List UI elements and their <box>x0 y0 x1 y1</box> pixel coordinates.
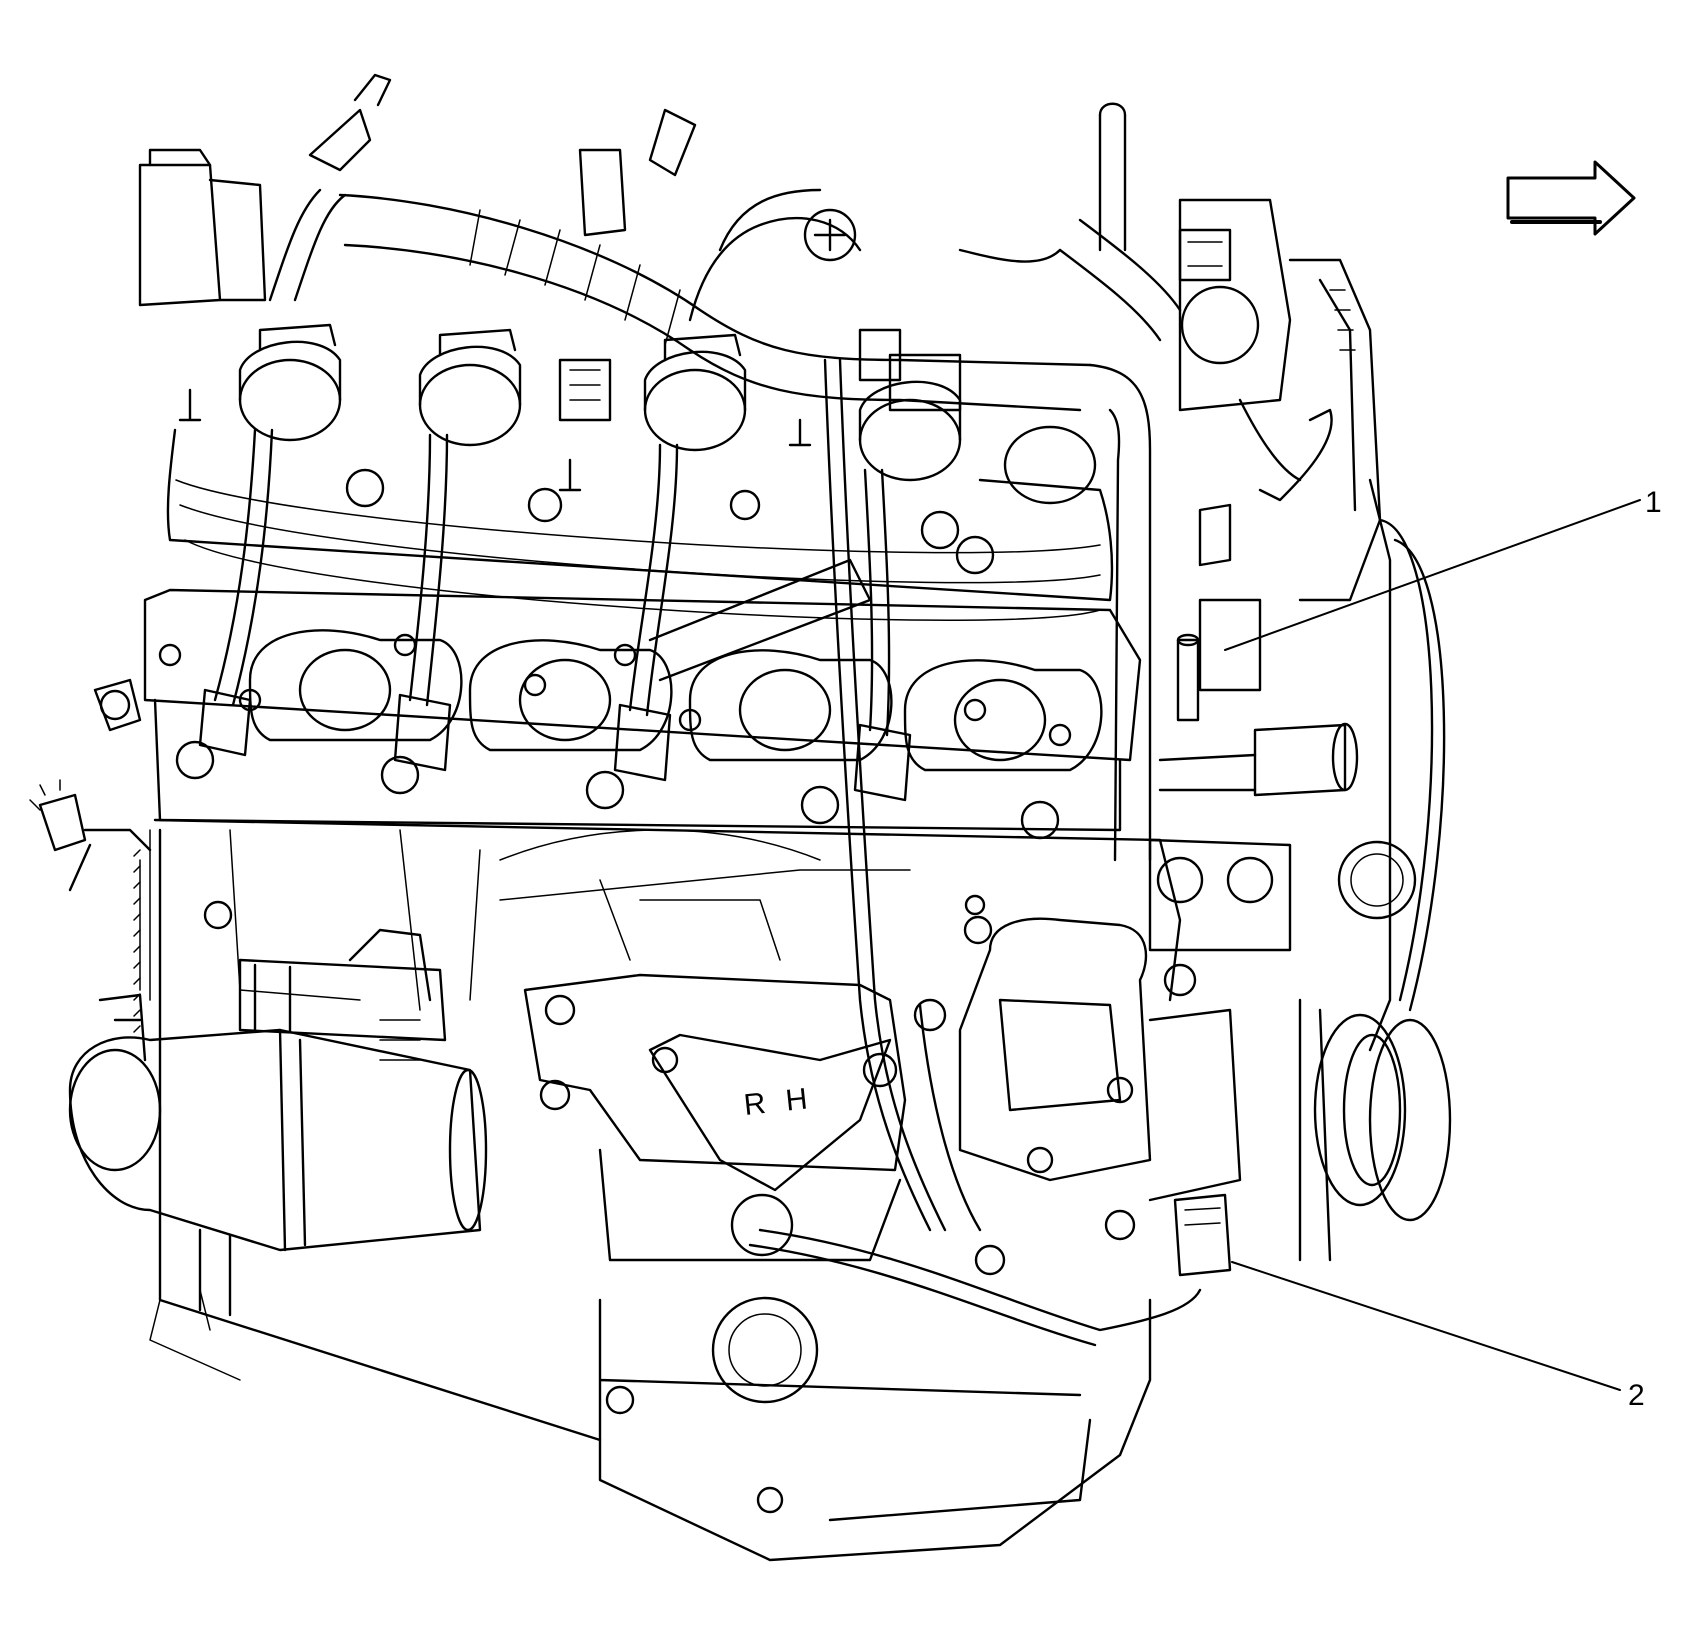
callout-label-2: 2 <box>1628 1379 1645 1412</box>
ac-compressor <box>748 917 1242 1347</box>
starter-motor <box>68 928 488 1317</box>
front-accessories <box>1148 198 1452 1262</box>
engine-block <box>133 818 1182 1562</box>
bank-marking: R H <box>742 1082 815 1122</box>
ignition-coils <box>178 323 1097 575</box>
callout-2: 2 <box>1231 1261 1645 1412</box>
engine-mount-bracket: R H <box>523 973 907 1262</box>
right-arrow-icon <box>1506 160 1636 236</box>
callout-label-1: 1 <box>1645 486 1662 519</box>
spark-plug-wires <box>198 358 947 1232</box>
cylinder-head <box>143 428 1142 840</box>
rear-sensors <box>29 678 152 892</box>
wiring-harness <box>138 73 1182 862</box>
callout-1: 1 <box>1224 486 1662 651</box>
